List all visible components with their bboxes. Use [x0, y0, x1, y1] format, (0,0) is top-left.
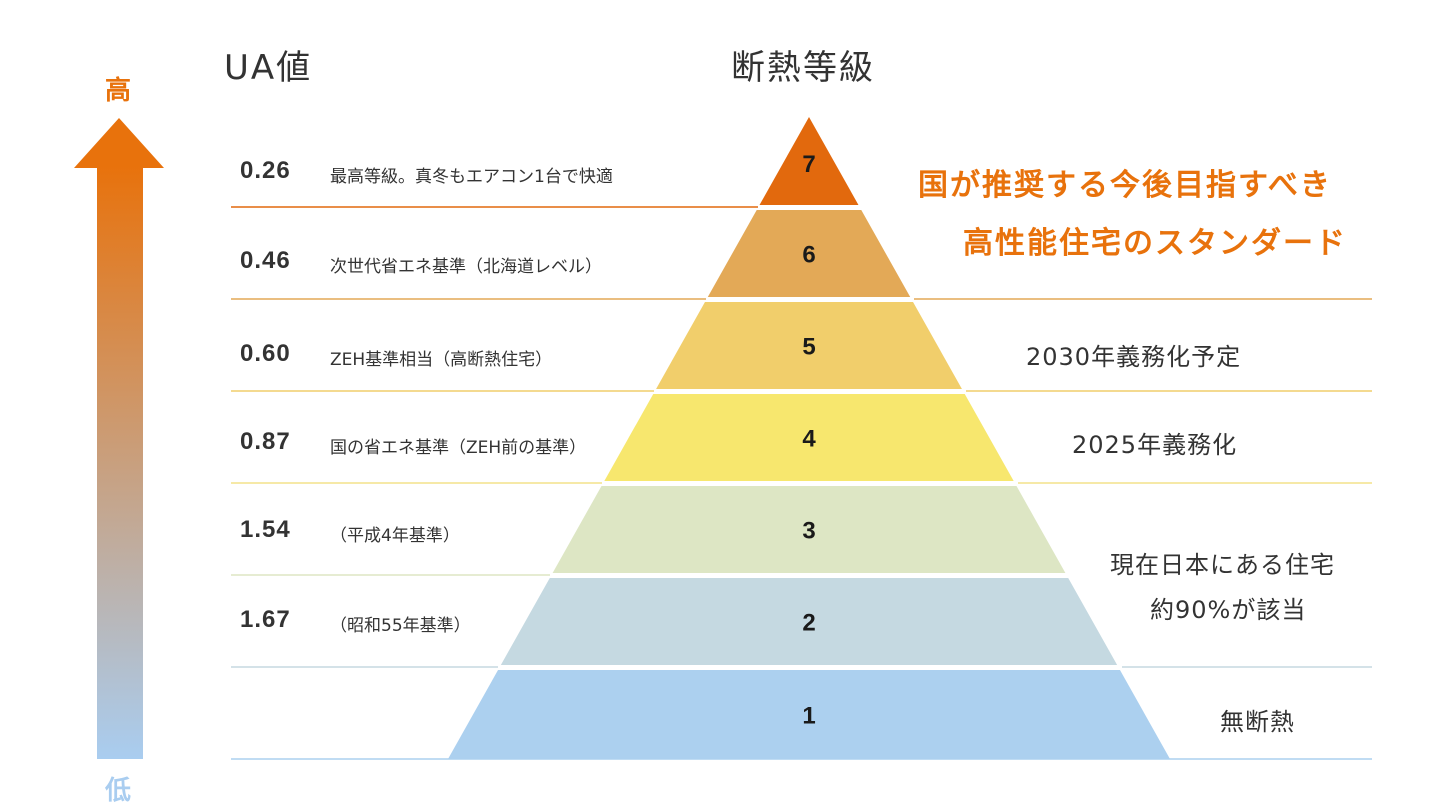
- high-low-arrow: [74, 118, 164, 759]
- ua-value-2: 1.67: [240, 606, 291, 633]
- recommended-standard-line1: 国が推奨する今後目指すべき: [918, 168, 1332, 203]
- arrow-high-label: 高: [105, 76, 132, 106]
- pyramid-tier-6: [707, 210, 911, 297]
- ua-value-7: 0.26: [240, 157, 291, 184]
- note-current-housing-line1: 現在日本にある住宅: [1110, 551, 1335, 579]
- arrow-low-label: 低: [105, 776, 132, 806]
- note-2025-mandatory: 2025年義務化: [1072, 431, 1238, 459]
- grade-number-4: 4: [802, 426, 816, 453]
- grade-number-5: 5: [802, 334, 815, 361]
- pyramid-tier-7: [759, 117, 859, 205]
- grade-number-6: 6: [802, 242, 815, 269]
- grade-number-1: 1: [802, 703, 815, 730]
- arrow-head: [74, 118, 164, 168]
- ua-value-4: 0.87: [240, 428, 291, 455]
- note-current-housing-line2: 約90%が該当: [1150, 596, 1307, 624]
- arrow-shaft: [97, 166, 143, 759]
- grade-description-6: 次世代省エネ基準（北海道レベル）: [330, 257, 602, 277]
- ua-value-header: UA値: [224, 48, 313, 88]
- grade-description-5: ZEH基準相当（高断熱住宅）: [330, 350, 553, 370]
- grade-description-4: 国の省エネ基準（ZEH前の基準）: [330, 438, 587, 458]
- pyramid-tier-2: [500, 578, 1118, 665]
- grade-number-7: 7: [802, 151, 815, 178]
- grade-number-2: 2: [802, 610, 815, 637]
- pyramid-tier-5: [656, 302, 962, 389]
- note-2030-mandatory: 2030年義務化予定: [1026, 343, 1242, 371]
- pyramid-tier-1: [448, 670, 1170, 759]
- recommended-standard-line2: 高性能住宅のスタンダード: [963, 226, 1347, 261]
- pyramid-tier-3: [552, 486, 1066, 573]
- pyramid-tier-4: [604, 394, 1014, 481]
- grade-header: 断熱等級: [731, 48, 875, 88]
- grade-number-3: 3: [802, 518, 815, 545]
- note-no-insulation: 無断熱: [1220, 708, 1295, 736]
- grade-description-3: （平成4年基準）: [330, 526, 460, 546]
- ua-value-3: 1.54: [240, 516, 291, 543]
- grade-description-7: 最高等級。真冬もエアコン1台で快適: [330, 167, 613, 187]
- grade-description-2: （昭和55年基準）: [330, 616, 471, 636]
- ua-value-6: 0.46: [240, 247, 291, 274]
- ua-value-5: 0.60: [240, 340, 291, 367]
